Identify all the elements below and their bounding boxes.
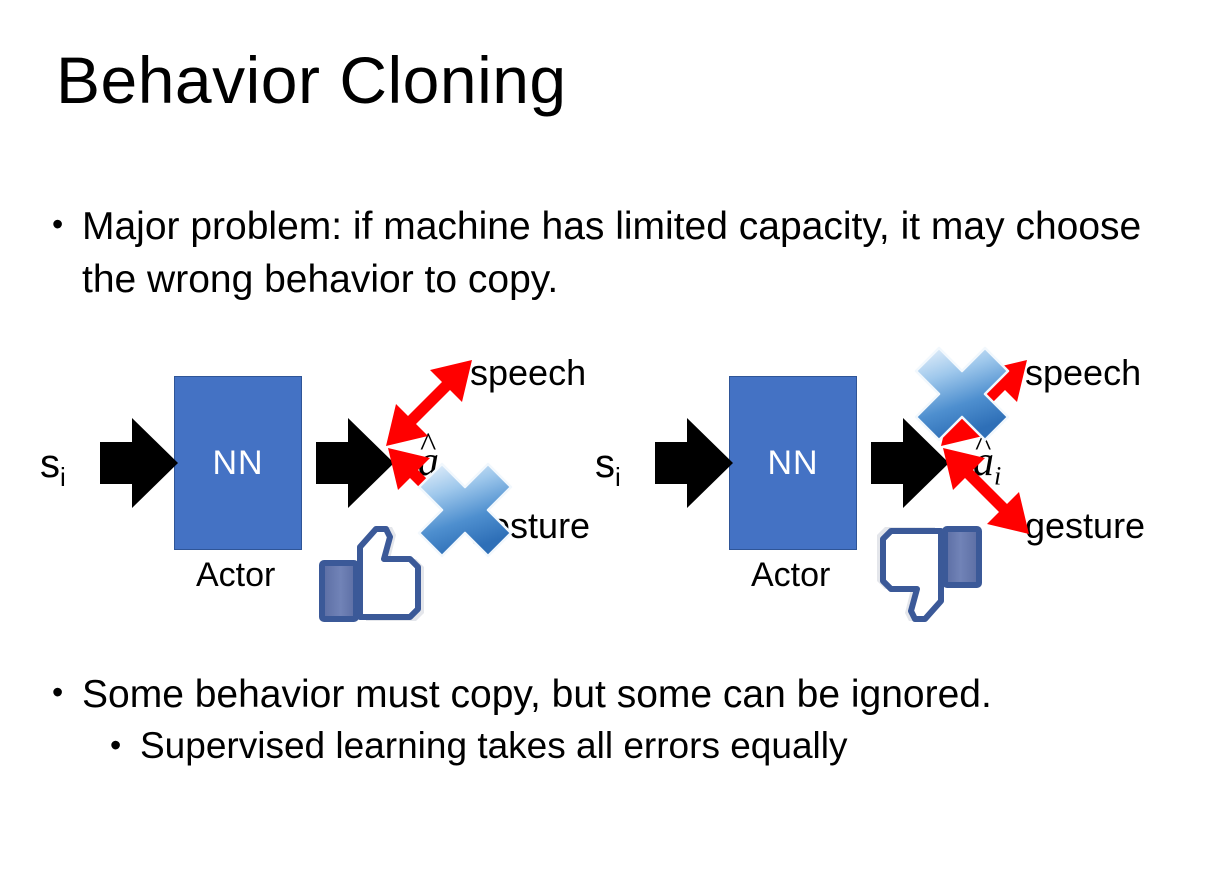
output-label-gesture: gesture bbox=[1025, 505, 1146, 546]
nn-box-label: NN bbox=[767, 443, 819, 482]
cross-out-gesture-icon bbox=[417, 462, 513, 558]
bullet-item-supervised-learning: • Supervised learning takes all errors e… bbox=[52, 721, 1172, 771]
speech-double-arrow-icon bbox=[386, 360, 472, 446]
sub-bullet-marker-icon: • bbox=[110, 727, 122, 764]
bullet-text: Some behavior must copy, but some can be… bbox=[82, 673, 992, 716]
state-input-label: si bbox=[40, 442, 66, 492]
bullet-list-bottom: • Some behavior must copy, but some can … bbox=[52, 668, 1172, 771]
actor-caption: Actor bbox=[196, 556, 276, 594]
output-arrow-icon bbox=[316, 418, 394, 508]
cross-out-speech-icon bbox=[914, 346, 1010, 442]
bullet-item-major-problem: • Major problem: if machine has limited … bbox=[52, 200, 1172, 306]
actor-caption: Actor bbox=[751, 556, 831, 594]
diagram-actor-like: si NN Actor ^ai speech gesture bbox=[10, 340, 590, 640]
nn-box: NN bbox=[729, 376, 857, 550]
input-arrow-icon bbox=[655, 418, 733, 508]
input-arrow-icon bbox=[100, 418, 178, 508]
thumbs-up-icon bbox=[319, 526, 424, 622]
output-arrow-icon bbox=[871, 418, 949, 508]
output-label-speech: speech bbox=[470, 352, 587, 393]
bullet-list-top: • Major problem: if machine has limited … bbox=[52, 200, 1172, 306]
gesture-double-arrow-icon bbox=[943, 448, 1029, 534]
state-input-label: si bbox=[595, 442, 621, 492]
page-title: Behavior Cloning bbox=[56, 43, 567, 117]
bullet-item-some-behavior: • Some behavior must copy, but some can … bbox=[52, 668, 1172, 721]
action-output-symbol: ^ai bbox=[973, 425, 1002, 491]
bullet-text: Major problem: if machine has limited ca… bbox=[82, 205, 1142, 302]
nn-box-label: NN bbox=[212, 443, 264, 482]
bullet-marker-icon: • bbox=[52, 674, 64, 710]
bullet-marker-icon: • bbox=[52, 206, 64, 242]
diagram-actor-dislike: si NN Actor ^ai speech gesture bbox=[565, 340, 1145, 640]
sub-bullet-text: Supervised learning takes all errors equ… bbox=[140, 725, 848, 767]
thumbs-down-icon bbox=[877, 526, 982, 622]
nn-box: NN bbox=[174, 376, 302, 550]
output-label-speech: speech bbox=[1025, 352, 1142, 393]
